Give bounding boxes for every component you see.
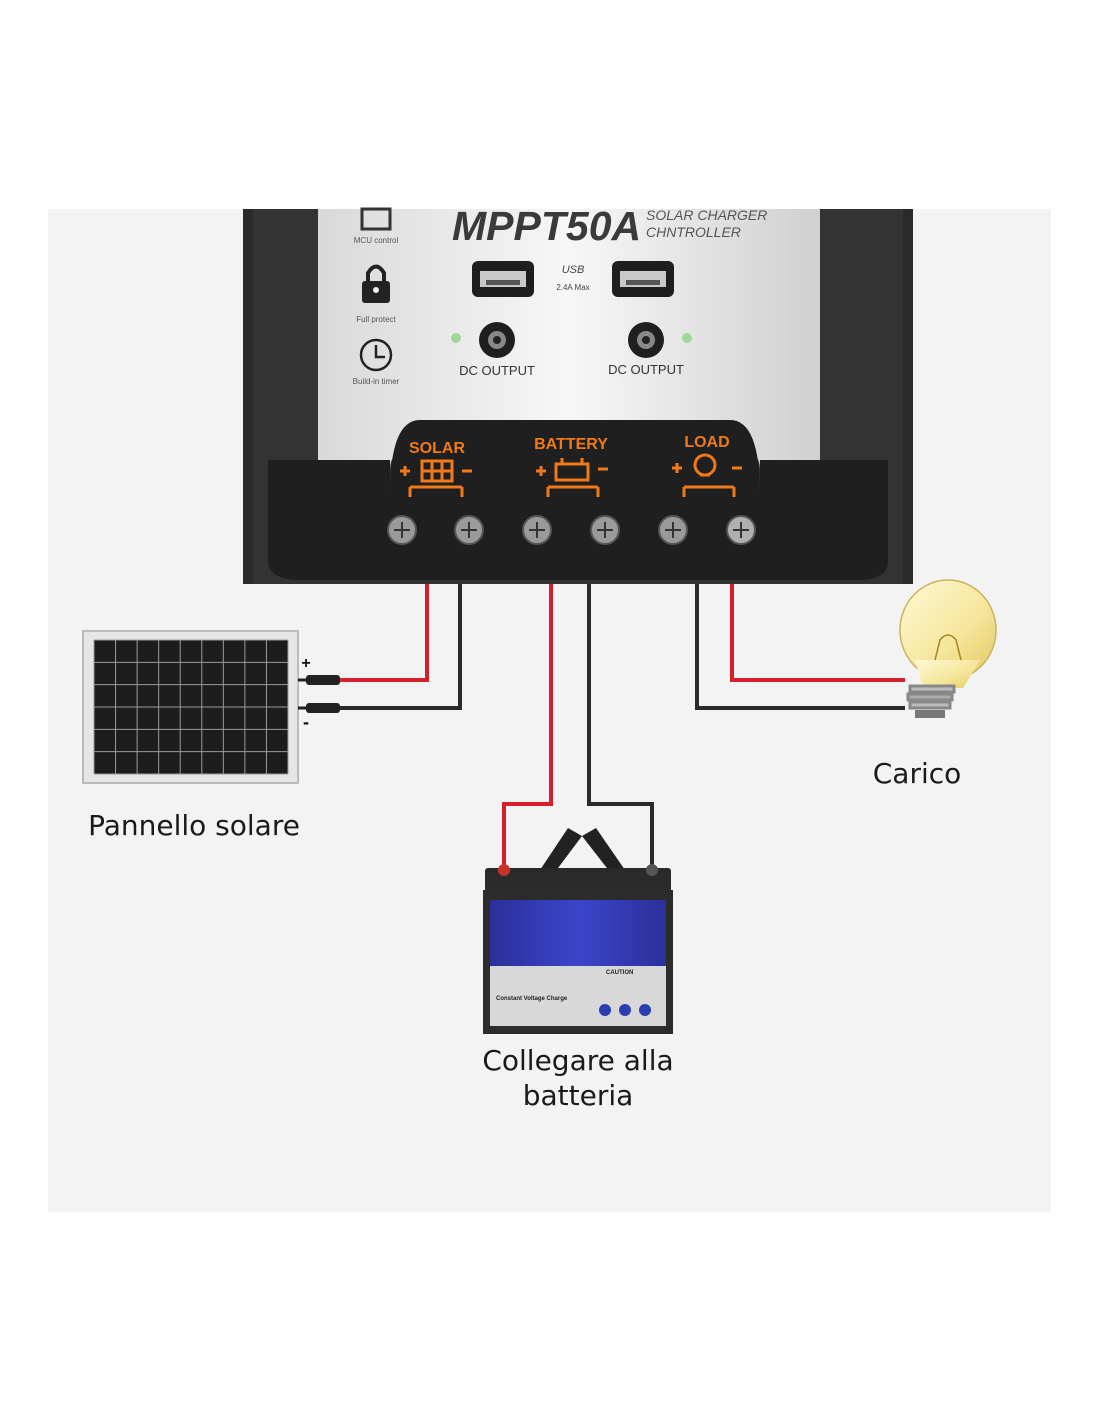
charge-controller: MCU control Full protect Build-in timer … <box>243 203 913 584</box>
dc-output-left-label: DC OUTPUT <box>459 363 535 378</box>
load-negative-wire <box>695 584 905 710</box>
battery-negative-post <box>646 864 658 876</box>
battery-negative-wire <box>587 584 654 868</box>
battery-handle-right <box>582 828 625 872</box>
solar-panel-label: Pannello solare <box>88 809 300 842</box>
load-terminal-label: LOAD <box>684 434 729 451</box>
dc-output-right-label: DC OUTPUT <box>608 362 684 377</box>
status-led-right <box>682 333 692 343</box>
feature-mcu: MCU control <box>354 236 399 245</box>
lock-icon <box>362 264 390 303</box>
battery: Constant Voltage Charge CAUTION <box>483 828 673 1034</box>
wires <box>340 584 905 868</box>
battery-blue-label <box>490 900 666 970</box>
usb-label: USB <box>562 264 585 276</box>
usb-port-left <box>472 261 534 297</box>
solar-terminal-label: SOLAR <box>409 440 465 457</box>
battery-sticker-title: Constant Voltage Charge <box>496 996 568 1002</box>
usb-rating: 2.4A Max <box>556 283 589 292</box>
timer-icon <box>359 338 393 372</box>
model-subtitle-1: SOLAR CHARGER <box>646 207 767 223</box>
usb-port-right <box>612 261 674 297</box>
feature-protect: Full protect <box>356 315 396 324</box>
light-bulb-icon <box>899 579 997 718</box>
load-positive-wire <box>730 584 905 682</box>
battery-caution-text: CAUTION <box>606 970 633 976</box>
solar-panel: + - <box>82 630 340 784</box>
battery-terminal-label: BATTERY <box>534 436 608 453</box>
load-label: Carico <box>872 757 962 790</box>
battery-positive-post <box>498 864 510 876</box>
solar-negative-wire <box>340 584 462 710</box>
dc-jack-right <box>628 322 664 358</box>
battery-sticker <box>490 966 666 1026</box>
panel-plus-sign: + <box>301 655 310 672</box>
terminal-polarity-icons <box>400 453 742 497</box>
feature-timer: Build-in timer <box>353 377 400 386</box>
mc4-connector-negative <box>306 703 340 713</box>
status-led-left <box>451 333 461 343</box>
battery-handle-left <box>540 828 582 872</box>
screw-terminals <box>387 515 756 545</box>
dc-jack-left <box>479 322 515 358</box>
mcu-icon <box>360 207 392 231</box>
solar-cells <box>93 639 289 775</box>
panel-minus-sign: - <box>303 712 309 732</box>
model-subtitle-2: CHNTROLLER <box>646 224 741 240</box>
battery-label-line2: batteria <box>522 1079 634 1112</box>
battery-label-line1: Collegare alla <box>482 1044 674 1077</box>
model-title: MPPT50A <box>452 203 641 249</box>
battery-positive-wire <box>502 584 553 868</box>
mc4-connector-positive <box>306 675 340 685</box>
solar-positive-wire <box>340 584 429 682</box>
